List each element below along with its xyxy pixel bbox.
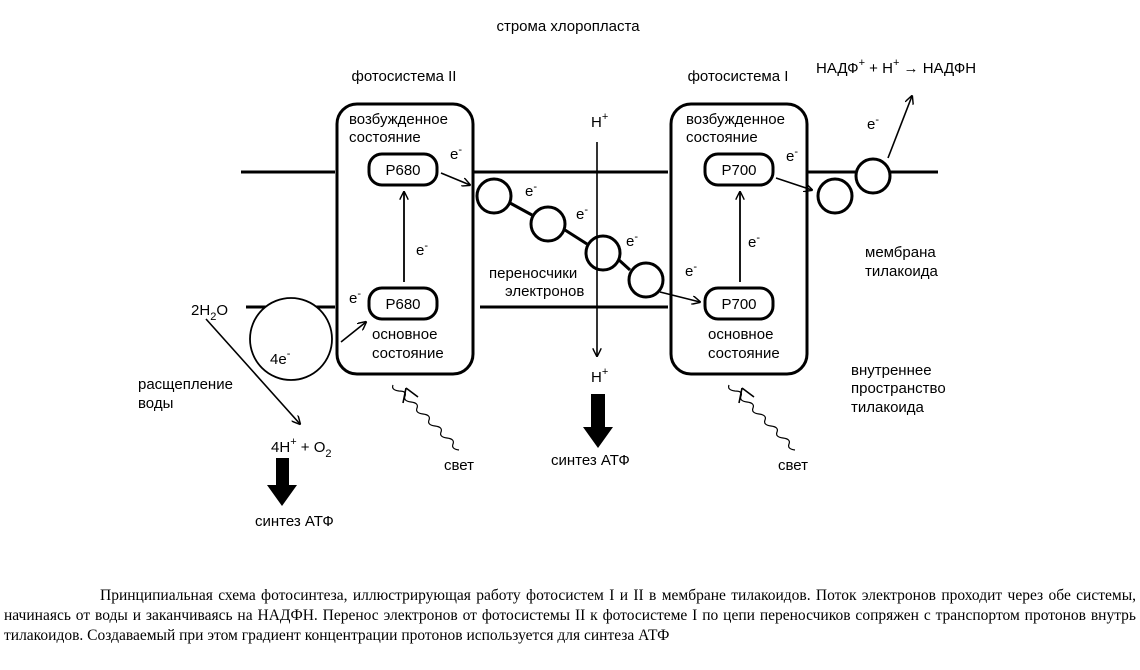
ps2-ground-line1: основное bbox=[372, 326, 437, 343]
electron-carrier bbox=[529, 205, 567, 243]
p700-excited-label: P700 bbox=[721, 162, 756, 179]
ps1-excited-line2: состояние bbox=[686, 129, 758, 146]
electron-label: e- bbox=[685, 261, 697, 280]
stroma-label: строма хлоропласта bbox=[496, 18, 640, 35]
electron-label: e- bbox=[576, 204, 588, 223]
electron-label: e- bbox=[450, 144, 462, 163]
nadph-equation: НАДФ+ + H+ → НАДФН bbox=[816, 57, 976, 77]
photosystem-2-title: фотосистема II bbox=[352, 68, 457, 85]
atp-arrow-icon bbox=[583, 394, 613, 448]
p700-ground-label: P700 bbox=[721, 296, 756, 313]
electron-label: e- bbox=[867, 114, 879, 133]
ps1-excited-line1: возбужденное bbox=[686, 111, 785, 128]
photosynthesis-diagram: строма хлоропласта фотосистема II фотоси… bbox=[138, 18, 976, 530]
water-splitting-line1: расщепление bbox=[138, 376, 233, 393]
p680-ground-label: P680 bbox=[385, 296, 420, 313]
light-label-left: свет bbox=[444, 457, 474, 474]
light-wave-icon bbox=[728, 384, 796, 451]
carriers-label-line2: электронов bbox=[505, 283, 584, 300]
membrane-label-line2: тилакоида bbox=[865, 263, 939, 280]
electron-label: e- bbox=[786, 146, 798, 165]
electron-carrier bbox=[816, 177, 854, 215]
electron-carrier bbox=[475, 177, 513, 215]
electron-label: e- bbox=[416, 240, 428, 259]
lumen-label-line2: пространство bbox=[851, 380, 946, 397]
carriers-label-line1: переносчики bbox=[489, 265, 577, 282]
ps2-excited-line1: возбужденное bbox=[349, 111, 448, 128]
electron-flow-arrows bbox=[205, 96, 912, 424]
four-electrons-label: 4e- bbox=[270, 348, 291, 368]
water-products-label: 4H+ + O2 bbox=[271, 436, 332, 460]
water-splitting-line2: воды bbox=[138, 395, 173, 412]
p700-ground-chip bbox=[703, 286, 775, 321]
ps1-ground-line1: основное bbox=[708, 326, 773, 343]
electron-carrier bbox=[584, 234, 622, 272]
light-arrowhead-icon bbox=[738, 387, 755, 404]
electron-label: e- bbox=[748, 232, 760, 251]
light-label-right: свет bbox=[778, 457, 808, 474]
atp-arrow-icon bbox=[267, 458, 297, 506]
electron-carrier bbox=[854, 157, 892, 195]
light-wave-icon bbox=[392, 384, 460, 451]
electron-label: e- bbox=[525, 181, 537, 200]
p680-ground-chip bbox=[367, 286, 439, 321]
ps2-ground-line2: состояние bbox=[372, 345, 444, 362]
proton-bottom-label: H+ bbox=[591, 366, 608, 386]
atp-synthesis-left: синтез АТФ bbox=[255, 513, 334, 530]
lumen-label-line3: тилакоида bbox=[851, 399, 925, 416]
electron-carrier bbox=[627, 261, 665, 299]
p700-excited-chip bbox=[703, 152, 775, 187]
light-arrowhead-icon bbox=[402, 387, 419, 404]
ps1-ground-line2: состояние bbox=[708, 345, 780, 362]
electron-label: e- bbox=[349, 288, 361, 307]
atp-synthesis-center: синтез АТФ bbox=[551, 452, 630, 469]
water-splitting-complex bbox=[249, 297, 333, 381]
p680-excited-chip bbox=[367, 152, 439, 187]
photosystem-1-title: фотосистема I bbox=[688, 68, 789, 85]
lumen-label-line1: внутреннее bbox=[851, 362, 932, 379]
water-label: 2H2O bbox=[191, 302, 228, 323]
membrane-label-line1: мембрана bbox=[865, 244, 936, 261]
p680-excited-label: P680 bbox=[385, 162, 420, 179]
proton-top-label: H+ bbox=[591, 111, 608, 131]
ps2-excited-line2: состояние bbox=[349, 129, 421, 146]
electron-carrier-chain bbox=[475, 157, 892, 299]
figure-caption: Принципиальная схема фотосинтеза, иллюст… bbox=[4, 587, 1136, 644]
electron-label: e- bbox=[626, 231, 638, 250]
